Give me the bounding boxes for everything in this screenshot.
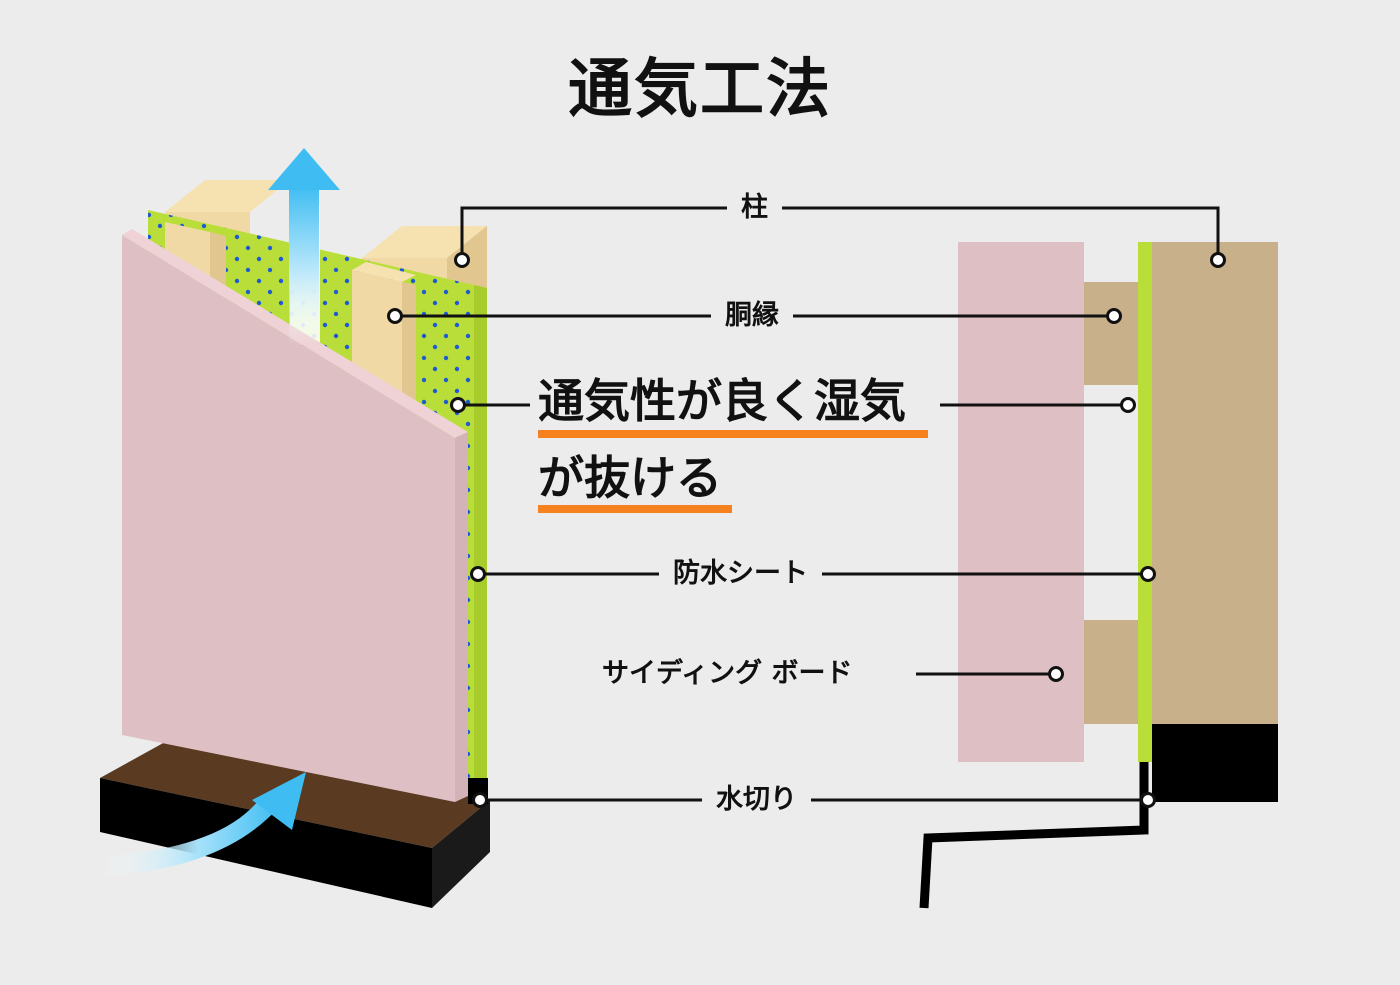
label-pillar: 柱 [727,191,782,225]
section-sheet [1138,242,1152,762]
dot-furring-left [387,308,403,324]
label-flashing: 水切り [702,783,811,817]
dot-sheet-right [1140,566,1156,582]
airflow-curved-arrow-icon [100,772,306,876]
dot-sheet-left [470,566,486,582]
airflow-up-arrow-icon [268,148,340,346]
dot-furring-right [1106,308,1122,324]
dot-callout-right [1120,397,1136,413]
dot-callout-left [450,397,466,413]
furring-strip-2-top [352,262,416,282]
label-waterproof-sheet: 防水シート [659,557,822,591]
isometric-wall [100,148,490,908]
dot-flashing-right [1140,792,1156,808]
page-title: 通気工法 [568,53,832,127]
waterproof-sheet-edge [474,285,487,782]
foundation-side [432,800,490,908]
callout-underline-1 [538,430,928,438]
pillar-top-left [165,180,290,212]
section-pillar [1152,242,1278,724]
leader-pillar [460,206,1220,260]
pillar-top-right [362,226,487,258]
section-foundation [1152,724,1278,802]
dot-siding-right [1048,666,1064,682]
dot-flashing-left [472,792,488,808]
section-siding [958,242,1084,762]
dot-pillar-right [1210,252,1226,268]
leader-endpoints [387,252,1226,808]
siding-board-front [122,235,455,802]
callout-underline-2 [538,505,732,513]
foundation-front [100,778,432,908]
callout-line-1: 通気性が良く湿気 [538,374,906,428]
callout-line-2: が抜ける [538,451,722,505]
label-siding-board: サイディング ボード [588,657,867,691]
section-furring-upper [1084,282,1138,385]
label-furring: 胴縁 [711,299,793,333]
dot-pillar-left [454,252,470,268]
siding-board-side [455,432,468,802]
section-furring-lower [1084,620,1138,724]
section-flashing [919,762,1149,909]
